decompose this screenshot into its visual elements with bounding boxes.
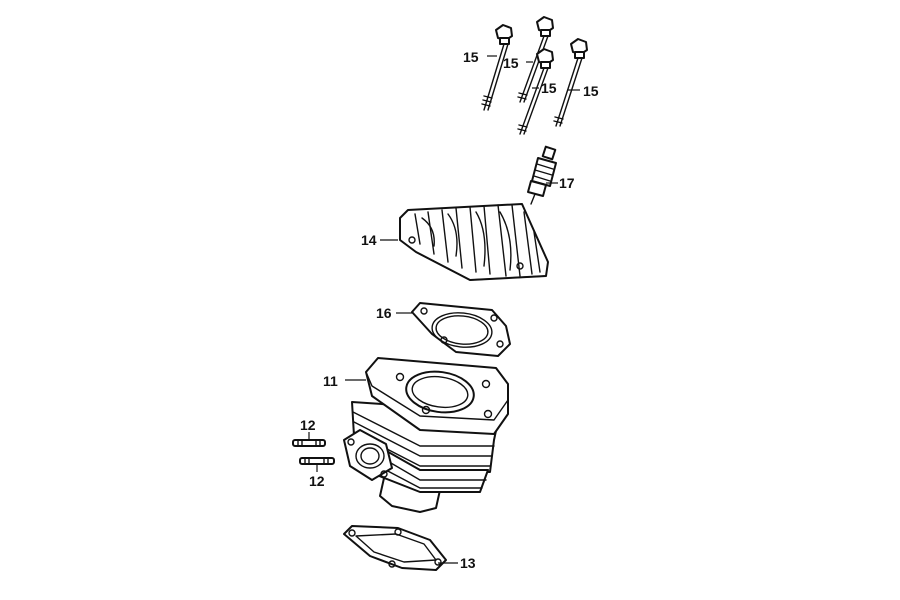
callout-stud-top: 12 xyxy=(300,417,316,433)
cylinder-head xyxy=(399,203,549,281)
head-bolt-a xyxy=(481,24,513,111)
callout-cylinder: 11 xyxy=(323,373,338,389)
base-gasket xyxy=(343,525,447,571)
cylinder xyxy=(343,357,509,513)
callout-cylinder-head: 14 xyxy=(361,232,377,248)
callout-stud-bottom: 12 xyxy=(309,473,325,489)
stud-top xyxy=(292,439,326,447)
callout-base-gasket: 13 xyxy=(460,555,476,571)
callout-spark-plug: 17 xyxy=(559,175,575,191)
head-gasket xyxy=(411,302,511,357)
head-bolt-d xyxy=(553,38,588,127)
callout-bolt-c: 15 xyxy=(541,80,557,96)
callout-bolt-b: 15 xyxy=(503,55,519,71)
callout-bolt-a: 15 xyxy=(463,49,479,65)
callout-head-gasket: 16 xyxy=(376,305,392,321)
head-bolt-b xyxy=(517,16,554,103)
callout-bolt-d: 15 xyxy=(583,83,599,99)
spark-plug xyxy=(527,145,557,205)
head-bolt-c xyxy=(517,48,554,135)
stud-bottom xyxy=(299,457,335,465)
